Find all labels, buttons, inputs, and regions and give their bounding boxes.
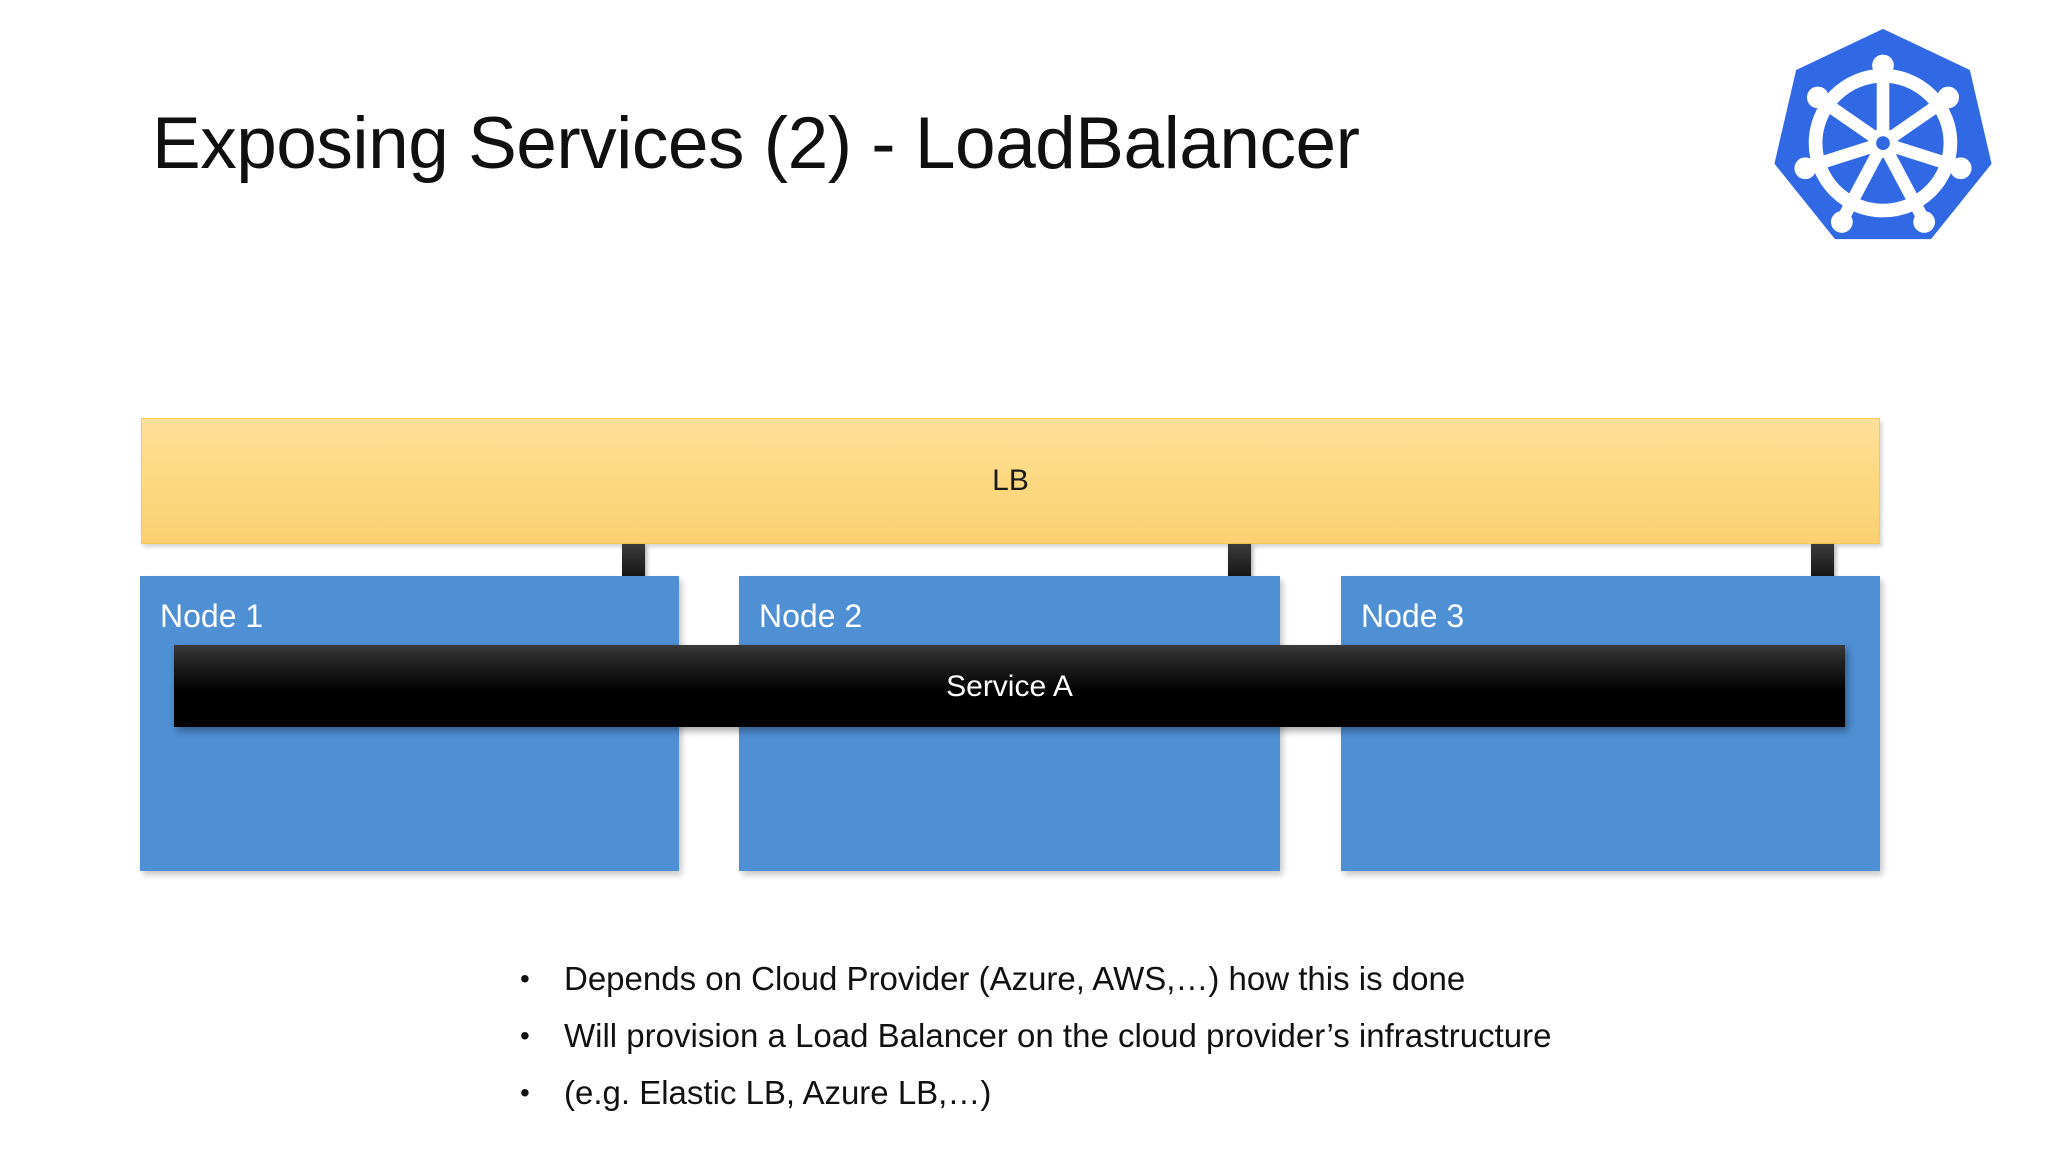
list-item: • Will provision a Load Balancer on the … [520,1012,1820,1059]
list-item: • (e.g. Elastic LB, Azure LB,…) [520,1069,1820,1116]
bullet-marker-icon: • [520,963,530,994]
bullet-text-1: Depends on Cloud Provider (Azure, AWS,…)… [564,960,1466,997]
node-label-1: Node 1 [160,598,264,634]
bullet-text-3: (e.g. Elastic LB, Azure LB,…) [564,1074,992,1111]
node-label-2: Node 2 [759,598,863,634]
bullet-list: • Depends on Cloud Provider (Azure, AWS,… [520,955,1820,1126]
page-title: Exposing Services (2) - LoadBalancer [152,103,1360,184]
service-bar: Service A [174,645,1845,727]
list-item: • Depends on Cloud Provider (Azure, AWS,… [520,955,1820,1002]
bullet-marker-icon: • [520,1077,530,1108]
kubernetes-logo [1768,22,1998,262]
bullet-marker-icon: • [520,1020,530,1051]
load-balancer-box: LB [141,418,1880,544]
service-label: Service A [946,670,1073,703]
load-balancer-label: LB [992,464,1029,497]
bullet-text-2: Will provision a Load Balancer on the cl… [564,1017,1552,1054]
node-label-3: Node 3 [1361,598,1465,634]
